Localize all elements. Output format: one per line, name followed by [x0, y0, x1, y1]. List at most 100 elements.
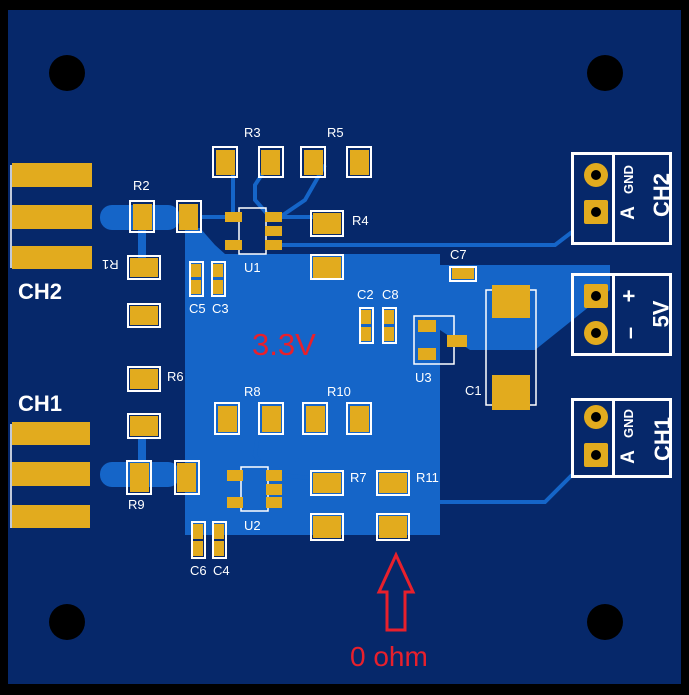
r6-pad [130, 416, 158, 436]
r8-label: R8 [244, 384, 261, 399]
r4-pad [313, 213, 341, 234]
c1-label: C1 [465, 383, 482, 398]
u2-pin [227, 470, 243, 481]
5v-minus-label: – [617, 326, 643, 340]
r10-pad [350, 406, 369, 432]
5v-plus-pin [584, 284, 608, 308]
r1-pad [130, 306, 158, 325]
c1-pad [492, 285, 530, 318]
r4-pad [313, 257, 341, 278]
u1-pin [265, 226, 282, 236]
r10-pad [306, 406, 325, 432]
u1-label: U1 [244, 260, 261, 275]
u1-pin [265, 212, 282, 222]
r5-label: R5 [327, 125, 344, 140]
r7-pad [313, 473, 341, 493]
c5-pad [191, 280, 201, 294]
c6-label: C6 [190, 563, 207, 578]
c4-pad [214, 541, 224, 556]
u3-pin [447, 335, 467, 347]
c8-label: C8 [382, 287, 399, 302]
ch1-gnd-label: GND [620, 409, 636, 438]
ch2-connector-name: CH2 [649, 172, 675, 218]
ch1-connector-pad [12, 422, 90, 445]
pour-voltage-label: 3.3V [252, 327, 316, 362]
ch1-connector-name: CH1 [650, 416, 676, 462]
ch1-gnd-pin [584, 405, 608, 429]
ch1-a-label: A [617, 450, 639, 464]
c4-label: C4 [213, 563, 230, 578]
u2-pin [266, 484, 282, 495]
r8-pad [262, 406, 281, 432]
mounting-hole [587, 55, 623, 91]
left-ch1-label: CH1 [18, 391, 63, 416]
r1-pad [130, 258, 158, 277]
r10-label: R10 [327, 384, 351, 399]
right-5v-connector [571, 273, 672, 356]
u1-pin [225, 212, 242, 222]
ch2-connector-pad [12, 205, 92, 229]
ch2-gnd-label: GND [620, 165, 636, 194]
mounting-hole [49, 604, 85, 640]
r7-label: R7 [350, 470, 367, 485]
r11-pad-0ohm [379, 516, 407, 538]
c6-pad [193, 541, 203, 556]
r2-label: R2 [133, 178, 150, 193]
r3-label: R3 [244, 125, 261, 140]
u2-pin [266, 470, 282, 481]
u1-pin [225, 240, 242, 250]
c5-label: C5 [189, 301, 206, 316]
r5-pad [304, 150, 323, 175]
r11-label: R11 [416, 470, 439, 485]
c2-pad [361, 327, 371, 341]
r9-pad [177, 463, 196, 492]
u2-label: U2 [244, 518, 261, 533]
r2-pad [179, 204, 198, 230]
u3-label: U3 [415, 370, 432, 385]
mounting-hole [49, 55, 85, 91]
r3-pad [216, 150, 235, 175]
r2-pad [133, 204, 152, 230]
r4-label: R4 [352, 213, 369, 228]
c3-pad [213, 280, 223, 294]
r11-pad [379, 473, 407, 493]
c2-label: C2 [357, 287, 374, 302]
r9-label: R9 [128, 497, 145, 512]
right-ch1-connector [571, 398, 672, 478]
zero-ohm-note: 0 ohm [350, 641, 428, 672]
silkscreen-outlines [10, 165, 537, 528]
mounting-hole [587, 604, 623, 640]
ch2-connector-pad [12, 163, 92, 187]
u2-pin [266, 497, 282, 508]
c3-label: C3 [212, 301, 229, 316]
ch2-connector-pad [12, 246, 92, 269]
r5-pad [350, 150, 369, 175]
5v-plus-label: + [616, 289, 642, 303]
ch1-a-pin [584, 443, 608, 467]
u3-pin [418, 348, 436, 360]
r9-pad [130, 463, 149, 492]
ch1-connector-pad [12, 505, 90, 528]
u3-pin [418, 320, 436, 332]
right-ch2-connector [571, 152, 672, 245]
u1-pin [265, 240, 282, 250]
u2-pin [227, 497, 243, 508]
r8-pad [218, 406, 237, 432]
5v-minus-pin [584, 321, 608, 345]
ch1-connector-pad [12, 462, 90, 486]
r6-pad [130, 369, 158, 389]
5v-connector-name: 5V [648, 300, 674, 328]
left-ch2-label: CH2 [18, 279, 63, 304]
r6-label: R6 [167, 369, 184, 384]
c8-pad [384, 327, 394, 341]
ch2-gnd-pin [584, 163, 608, 187]
r3-pad [261, 150, 280, 175]
c1-pad [492, 375, 530, 410]
c7-label: C7 [450, 247, 467, 262]
ch2-a-pin [584, 200, 608, 224]
traces [198, 160, 574, 504]
ch2-a-label: A [617, 206, 639, 220]
r7-pad [313, 516, 341, 538]
